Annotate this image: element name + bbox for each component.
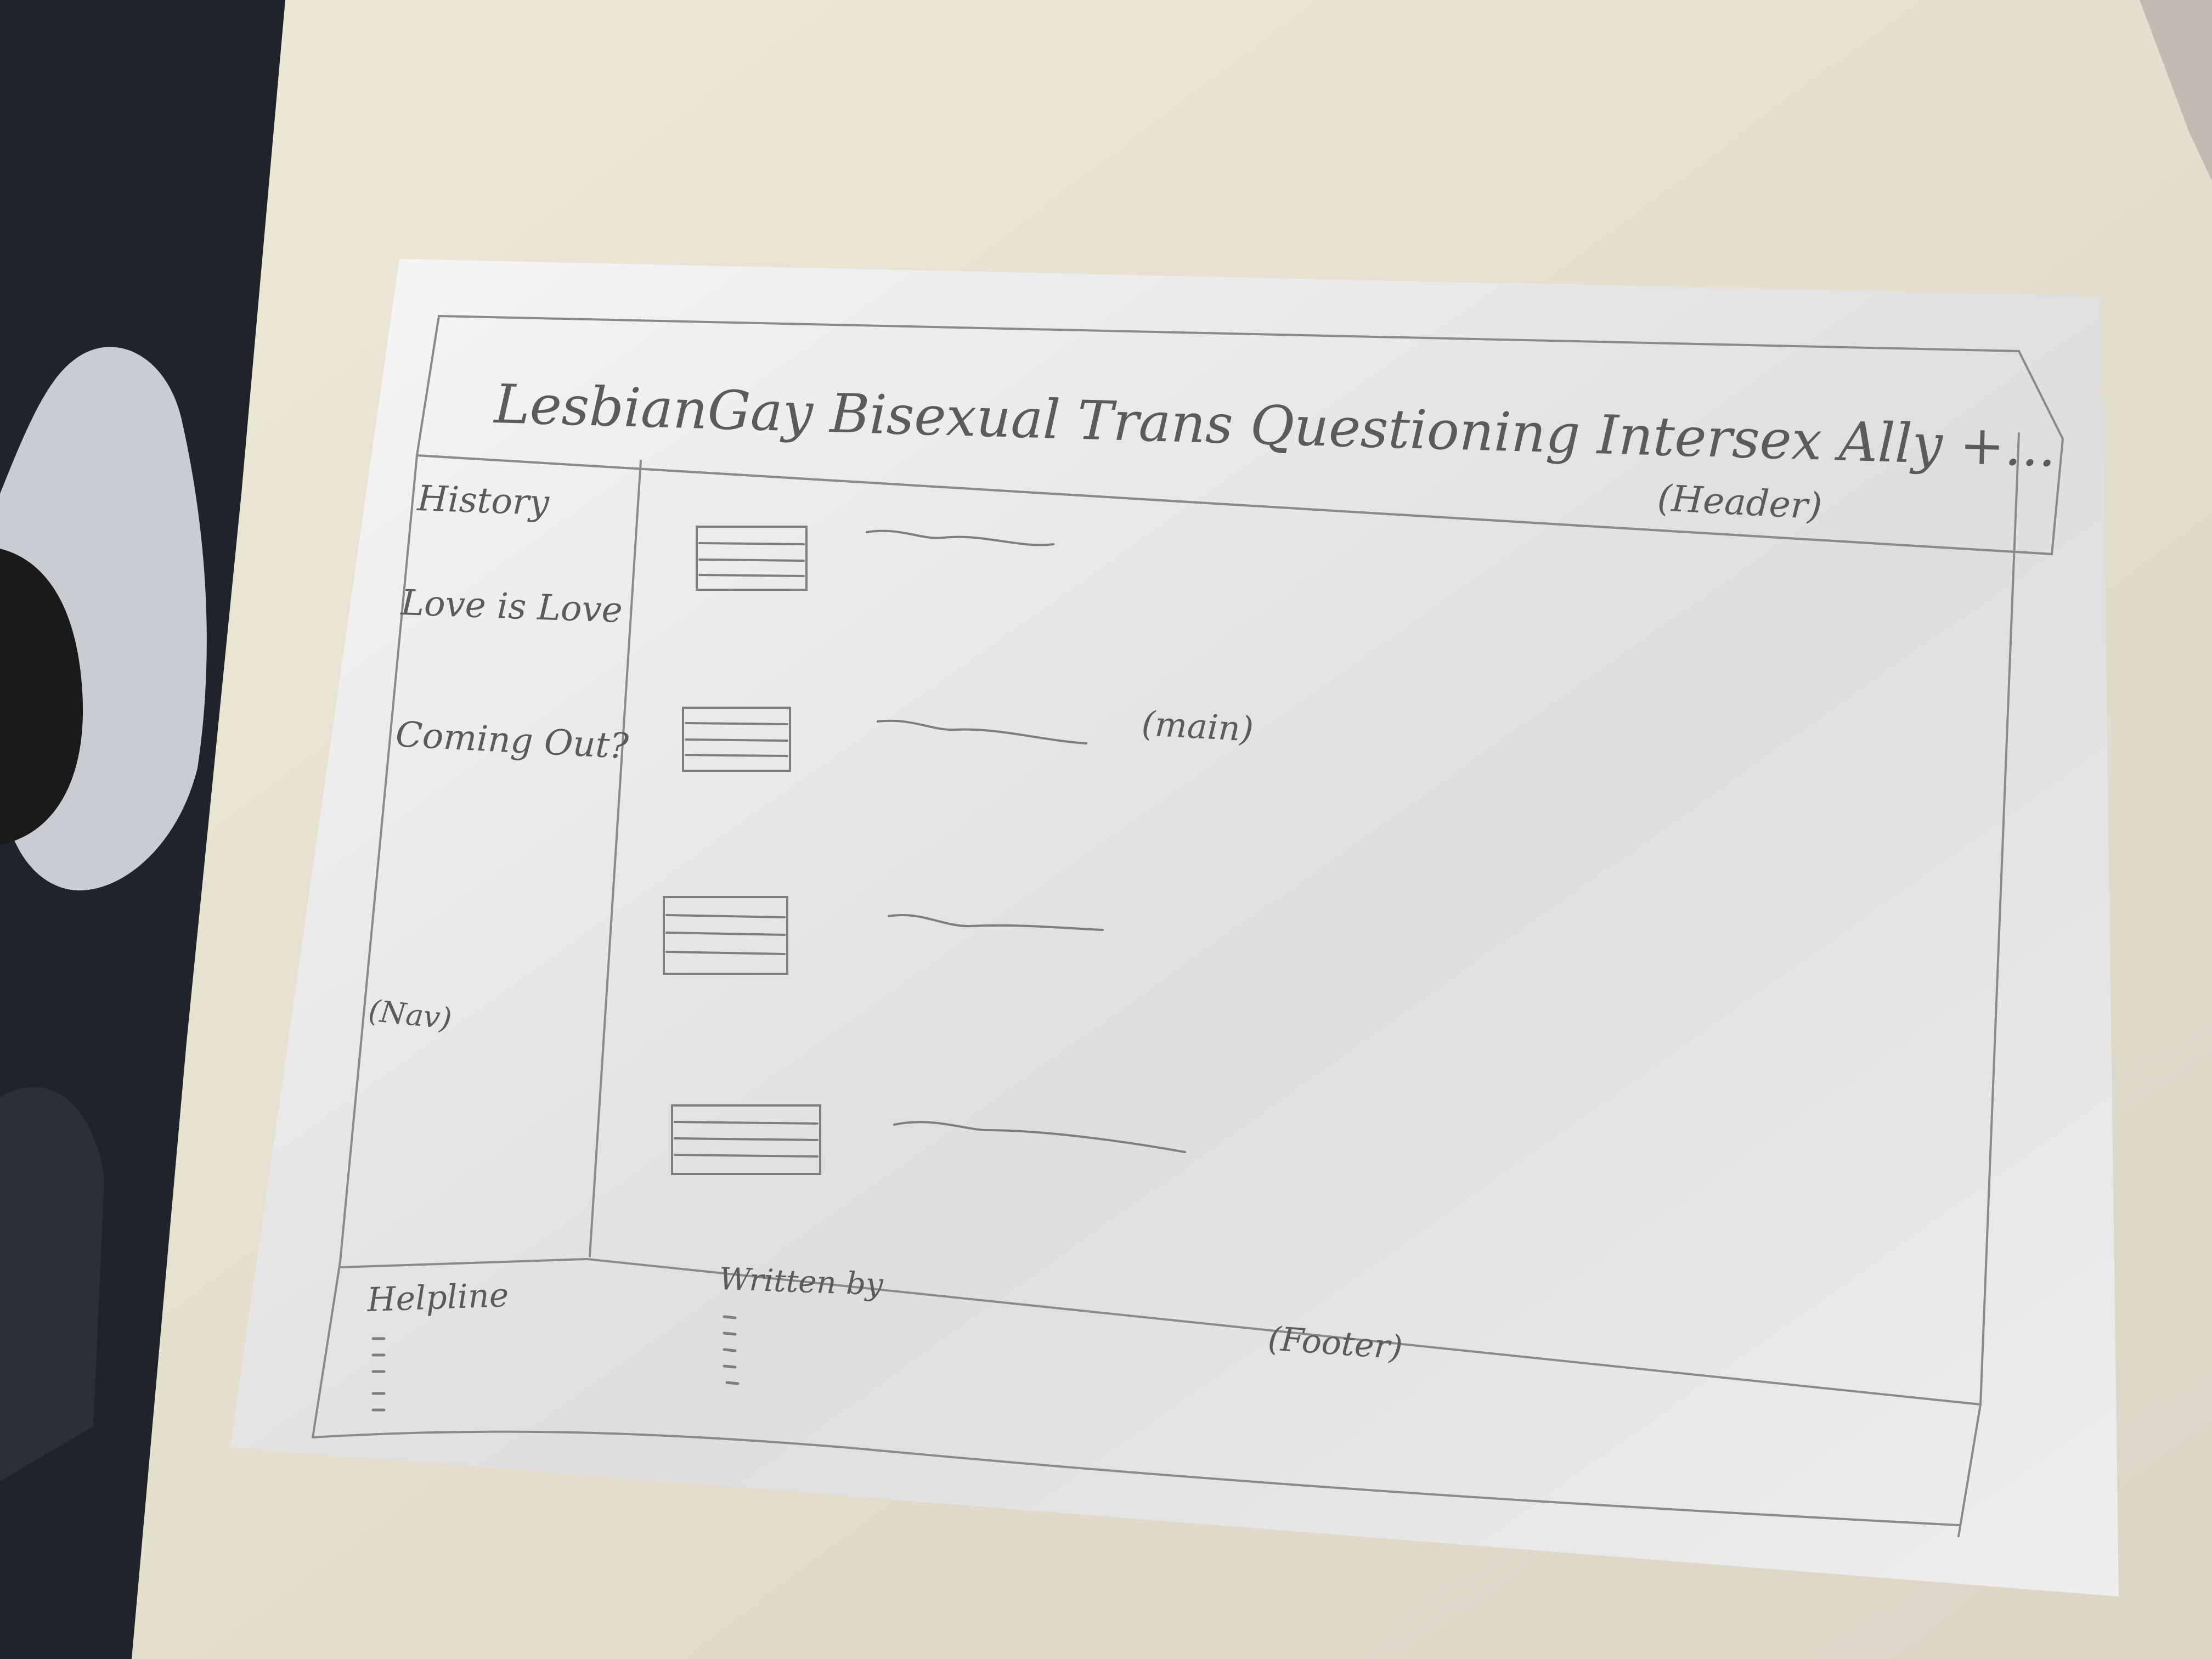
text-squiggle: [866, 529, 1054, 546]
text-squiggle: [877, 719, 1087, 744]
frame-left: [312, 454, 418, 1438]
row-line: [685, 722, 788, 757]
main-label: (main): [1141, 703, 1254, 749]
image-placeholder: [663, 896, 788, 975]
footer-top-line: [339, 1257, 1982, 1406]
image-placeholder: [682, 707, 791, 772]
image-placeholder: [671, 1104, 821, 1175]
nav-item-love-is-love[interactable]: Love is Love: [399, 583, 623, 631]
main-row[interactable]: [682, 707, 1087, 772]
footer-bottom-line: [312, 1430, 1960, 1526]
header-label: (Header): [1656, 477, 1823, 528]
nav-item-history[interactable]: History: [416, 478, 550, 523]
row-line: [698, 542, 805, 577]
shoe-shadow: [0, 1087, 104, 1481]
footer-written-by: Written by: [719, 1261, 885, 1302]
main-row[interactable]: [696, 526, 1054, 591]
helpline-list-marks: [371, 1337, 386, 1412]
header-box: [415, 314, 2064, 556]
corner-object: [2140, 0, 2212, 181]
footer-label: (Footer): [1267, 1319, 1404, 1367]
written-by-list-marks: [723, 1315, 740, 1385]
row-line: [665, 914, 786, 955]
main-row[interactable]: [671, 1104, 1186, 1175]
header-bottom-line: [416, 454, 2053, 555]
main-row[interactable]: [663, 896, 1104, 975]
paper-sheet: [230, 259, 2119, 1596]
image-placeholder: [696, 526, 808, 591]
shoe: [0, 347, 207, 891]
nav-divider: [589, 460, 642, 1257]
text-squiggle: [888, 913, 1104, 931]
row-line: [674, 1121, 819, 1158]
footer-helpline: Helpline: [366, 1276, 509, 1319]
text-squiggle: [893, 1121, 1186, 1153]
